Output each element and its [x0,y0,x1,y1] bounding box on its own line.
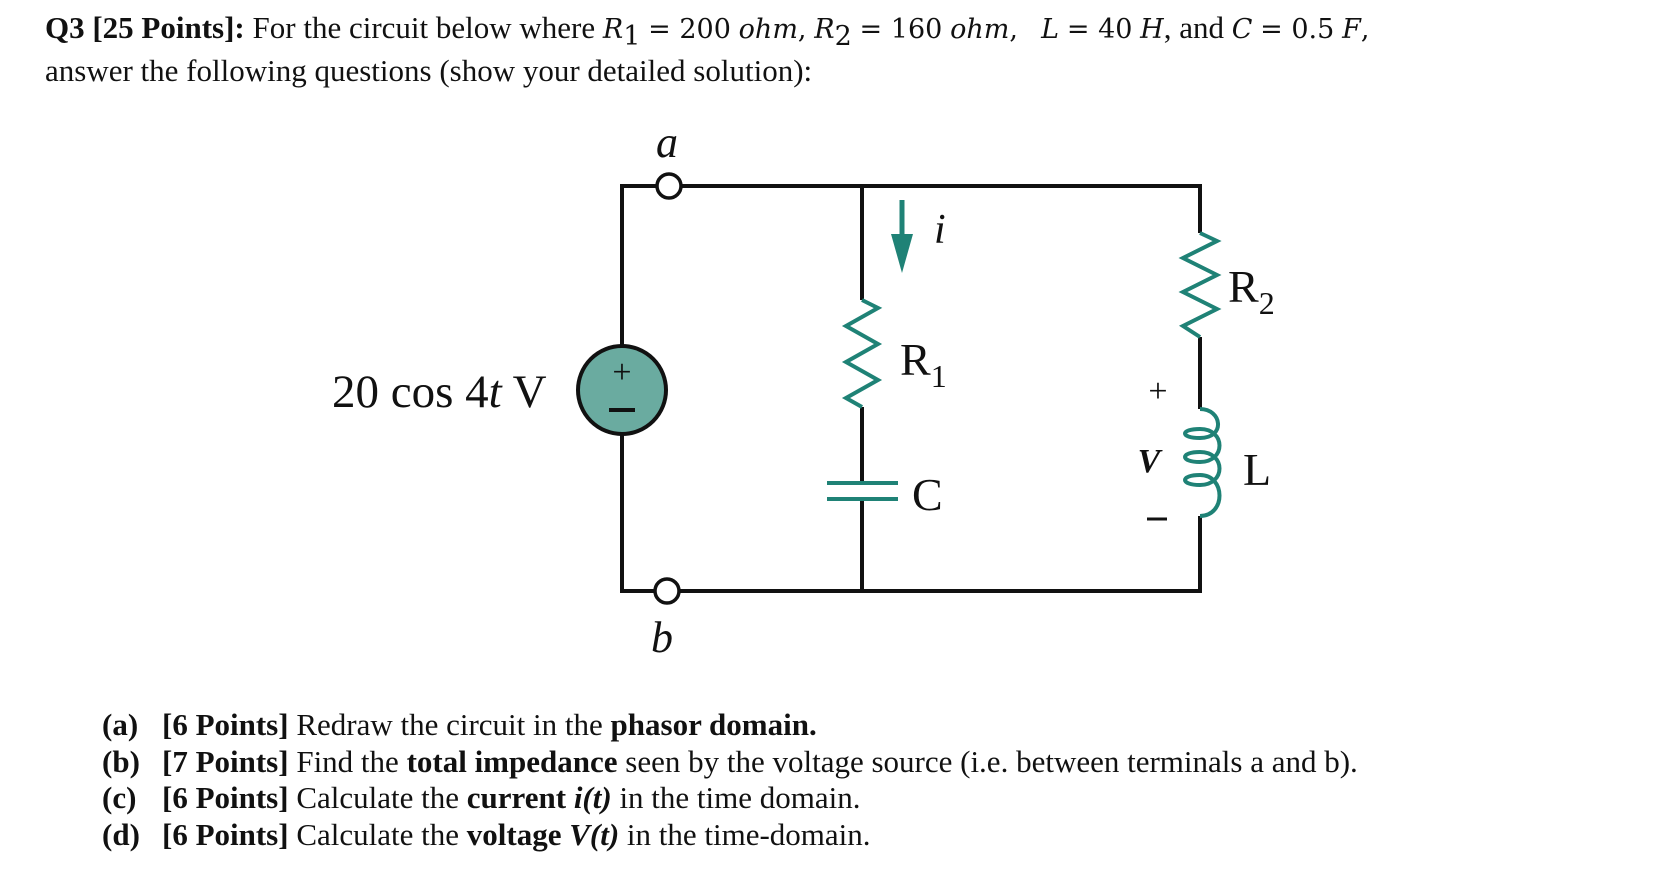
question-intro: For the circuit below where [252,10,596,45]
current-arrow-icon [891,200,913,273]
part-tag: (c) [102,780,137,815]
part-text-segment: Find the [296,744,407,779]
r2-label: R2 [1228,261,1275,321]
part-points: [6 Points] [162,817,289,852]
current-label: i [934,207,946,253]
voltage-source: + 20 cos 4t V [332,344,668,436]
inductor-l-icon [1183,407,1222,518]
part-text-segment: seen by the voltage source (i.e. between… [617,744,1358,779]
question-part: (b) [7 Points] Find the total impedance s… [102,746,1358,777]
part-tag: (d) [102,817,140,852]
l-label: L [1243,444,1271,495]
part-text-segment: Calculate the [296,780,467,815]
part-text-segment: V(t) [569,817,620,852]
question-instruction: answer the following questions (show you… [45,53,813,88]
v-label: V [1138,443,1163,480]
part-points: [6 Points] [162,707,289,742]
question-part: (a)[6 Points] Redraw the circuit in the … [102,709,817,740]
question-number: Q3 [25 Points]: [45,10,245,45]
part-text-segment: voltage [466,817,570,852]
part-points: [7 Points] [162,744,289,779]
voltage-source-icon [576,344,668,436]
param-r1: R1 = 200 ohm, [602,14,807,52]
terminal-a [655,172,683,200]
question-part: (c) [6 Points] Calculate the current i(t)… [102,782,861,813]
part-text-segment: current [466,780,574,815]
part-tag: (b) [102,744,140,779]
part-tag: (a) [102,707,139,742]
part-text-segment: total impedance [406,744,618,779]
c-label: C [912,469,943,520]
param-r2: R2 = 160 ohm, [814,14,1018,52]
part-text-segment: phasor domain. [610,707,817,742]
part-text-segment: Calculate the [296,817,467,852]
terminal-b [653,577,681,605]
part-text-segment: in the time domain. [611,780,861,815]
wire-bottom-left [620,435,655,593]
part-text-segment: in the time-domain. [619,817,871,852]
source-label: 20 cos 4t V [332,366,547,418]
wire-top-left [620,184,657,345]
part-points: [6 Points] [162,780,289,815]
resistor-r1-icon [841,298,883,409]
part-text-segment: i(t) [573,780,612,815]
v-plus: + [1148,373,1167,410]
wires [620,184,1202,593]
terminal-b-label: b [651,613,673,662]
resistor-r2-icon [1178,231,1222,339]
part-text-segment: Redraw the circuit in the [296,707,611,742]
terminal-a-label: a [656,118,678,167]
source-plus: + [612,354,631,391]
r1-label: R1 [900,334,947,394]
param-l: L = 40 H, and [1041,10,1224,45]
question-header: Q3 [25 Points]: For the circuit below wh… [45,10,1370,52]
param-c: C = 0.5 F, [1231,14,1370,45]
question-part: (d) [6 Points] Calculate the voltage V(t)… [102,819,871,850]
capacitor-icon [827,481,898,501]
